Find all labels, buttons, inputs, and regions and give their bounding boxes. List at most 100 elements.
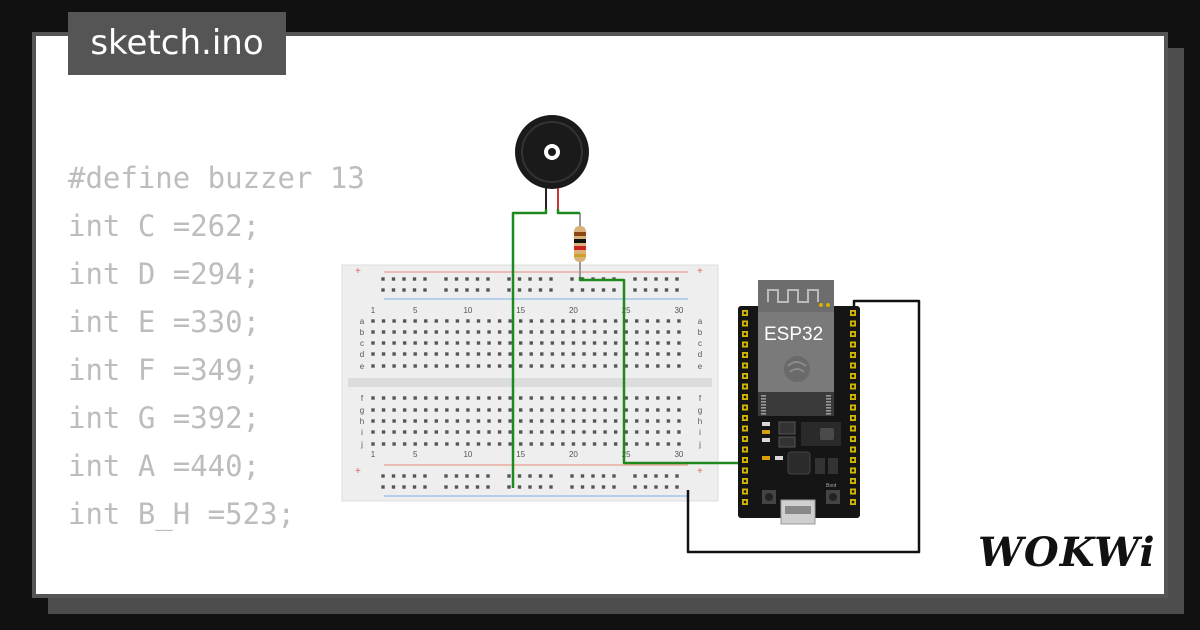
- wire-ground[interactable]: [686, 299, 921, 554]
- power-rail-hole: [643, 277, 648, 281]
- breadboard-hole: [371, 352, 375, 356]
- breadboard-hole: [624, 430, 628, 434]
- boot-button-cap[interactable]: [829, 493, 837, 501]
- power-rail-hole: [601, 474, 606, 478]
- power-rail-hole: [444, 485, 448, 489]
- board-pin-hole: [851, 427, 855, 430]
- breadboard-hole: [645, 408, 649, 412]
- breadboard-hole: [635, 430, 639, 434]
- breadboard-column-number: 10: [463, 450, 472, 459]
- power-rail-hole: [486, 485, 490, 489]
- board-pin-hole: [851, 364, 855, 367]
- breadboard-hole: [645, 419, 649, 423]
- board-pin-hole: [743, 395, 747, 399]
- breadboard-hole: [519, 442, 523, 446]
- breadboard-hole: [381, 364, 386, 368]
- breadboard-hole: [540, 330, 544, 334]
- breadboard-column-number: 20: [569, 450, 578, 459]
- breadboard-hole: [666, 408, 671, 412]
- breadboard-row-letter: f: [361, 394, 364, 403]
- wokwi-logo: WOKWi: [978, 529, 1155, 576]
- esp32-board[interactable]: ESP32 Boot: [738, 280, 860, 525]
- board-pin-headers: [742, 310, 856, 505]
- breadboard-row-letter: c: [698, 339, 702, 348]
- board-pin-hole: [743, 332, 747, 336]
- board-pin-hole: [743, 416, 747, 420]
- breadboard-hole: [466, 408, 470, 412]
- breadboard-hole: [508, 408, 512, 412]
- board-pin-hole: [851, 458, 855, 462]
- power-rail-hole: [570, 474, 574, 478]
- castellation: [826, 410, 831, 412]
- breadboard-hole: [476, 419, 481, 423]
- resistor-band: [574, 246, 586, 250]
- wires: [511, 209, 921, 554]
- castellation: [826, 401, 831, 403]
- breadboard-hole: [424, 442, 428, 446]
- module-base: [758, 392, 834, 416]
- breadboard-hole: [592, 430, 597, 434]
- breadboard-hole: [666, 330, 671, 334]
- power-rail-hole: [423, 474, 427, 478]
- board-pin-hole: [743, 448, 747, 451]
- breadboard-hole: [392, 442, 396, 446]
- breadboard-hole: [371, 396, 375, 400]
- breadboard-hole: [402, 430, 407, 434]
- board-pin-hole: [743, 437, 747, 441]
- en-button-cap[interactable]: [765, 493, 773, 501]
- breadboard-hole: [561, 419, 565, 423]
- breadboard-hole: [402, 352, 407, 356]
- breadboard-hole: [487, 352, 491, 356]
- breadboard-column-number: 25: [622, 306, 631, 315]
- breadboard-hole: [424, 319, 428, 323]
- breadboard-hole: [550, 419, 555, 423]
- breadboard-hole: [455, 319, 460, 323]
- breadboard-hole: [592, 442, 597, 446]
- power-rail-hole: [528, 277, 532, 281]
- board-pin-hole: [851, 385, 855, 388]
- resistor[interactable]: [574, 213, 586, 277]
- breadboard-hole: [571, 341, 576, 345]
- breadboard-row-letter: h: [360, 417, 364, 426]
- power-rail-hole: [486, 474, 490, 478]
- breadboard-hole: [571, 352, 576, 356]
- breadboard-column-number: 20: [569, 306, 578, 315]
- breadboard-hole: [603, 341, 607, 345]
- castellation: [761, 413, 766, 415]
- breadboard-hole: [582, 352, 586, 356]
- breadboard-hole: [613, 408, 618, 412]
- smd-component: [762, 430, 770, 434]
- breadboard-hole: [434, 319, 438, 323]
- board-pin-hole: [743, 469, 747, 472]
- breadboard-hole: [445, 419, 449, 423]
- board-label: ESP32: [764, 324, 823, 345]
- power-rail-hole: [465, 277, 469, 281]
- buzzer-ring: [521, 121, 583, 183]
- buzzer[interactable]: [515, 115, 589, 210]
- power-rail-hole: [601, 485, 606, 489]
- breadboard-hole: [413, 364, 417, 368]
- breadboard-hole: [434, 330, 438, 334]
- breadboard-hole: [381, 419, 386, 423]
- board-pin-hole: [851, 322, 855, 325]
- power-rail-hole: [402, 474, 406, 478]
- breadboard-hole: [635, 442, 639, 446]
- power-rail-hole: [475, 288, 480, 292]
- power-rail-hole: [633, 277, 637, 281]
- wire-buzzer-to-resistor[interactable]: [556, 209, 580, 215]
- power-rail-hole: [391, 485, 396, 489]
- breadboard-hole: [455, 396, 460, 400]
- wire-buzzer-to-breadboard[interactable]: [511, 209, 548, 488]
- wire-resistor-to-gpio13[interactable]: [578, 277, 744, 465]
- breadboard-hole: [413, 319, 417, 323]
- breadboard-hole: [392, 408, 396, 412]
- breadboard-hole: [519, 396, 523, 400]
- breadboard-hole: [508, 419, 512, 423]
- board-pin-hole: [851, 353, 855, 357]
- breadboard-hole: [508, 319, 512, 323]
- castellation: [826, 407, 831, 409]
- buzzer-hole-center: [548, 148, 556, 156]
